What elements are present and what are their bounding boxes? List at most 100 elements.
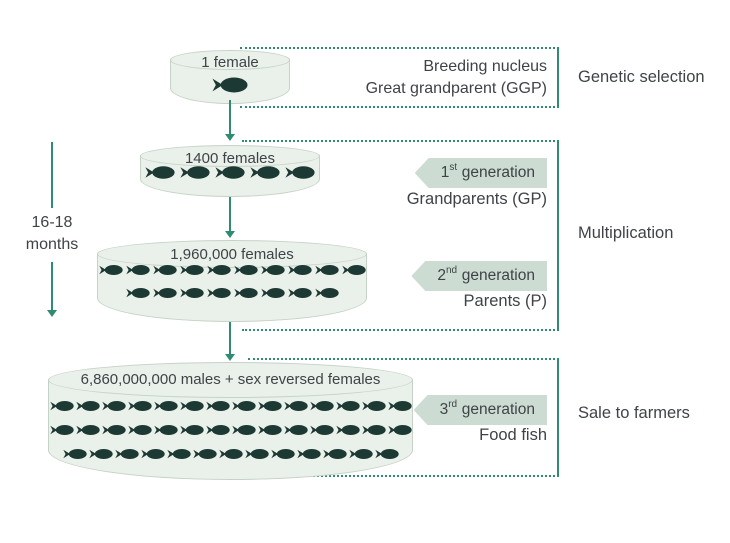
section-label-multiplication: Multiplication: [578, 224, 674, 242]
fish-icon: [152, 265, 177, 275]
section-label-sale-to-farmers: Sale to farmers: [578, 404, 690, 422]
fish-group: [170, 76, 290, 94]
fish-icon: [75, 425, 100, 435]
fish-icon: [179, 288, 204, 298]
down-arrow-icon: [225, 322, 235, 361]
fish-icon: [244, 449, 269, 459]
fish-icon: [125, 288, 150, 298]
fish-icon: [152, 288, 177, 298]
fish-icon: [348, 449, 373, 459]
fish-icon: [153, 425, 178, 435]
fish-icon: [88, 449, 113, 459]
tank-label: 6,860,000,000 males + sex reversed femal…: [80, 371, 381, 388]
tank-label: 1,960,000 females: [170, 246, 294, 263]
fish-icon: [127, 401, 152, 411]
fish-icon: [260, 288, 285, 298]
fish-icon: [283, 425, 308, 435]
fish-icon: [309, 401, 334, 411]
fish-icon: [387, 401, 412, 411]
breeding-nucleus-line1: Breeding nucleus: [423, 58, 547, 75]
fish-row: [145, 165, 315, 180]
fish-icon: [283, 401, 308, 411]
fish-icon: [205, 401, 230, 411]
genetic-selection-box: [240, 47, 559, 108]
fish-group: [48, 400, 413, 460]
fish-row: [49, 424, 412, 436]
fish-icon: [192, 449, 217, 459]
fish-icon: [374, 449, 399, 459]
breeding-nucleus-line2: Great grandparent (GGP): [365, 80, 547, 97]
fish-icon: [101, 401, 126, 411]
fish-icon: [287, 265, 312, 275]
fish-icon: [250, 166, 280, 179]
fish-icon: [62, 449, 87, 459]
fish-icon: [287, 288, 312, 298]
breeding-nucleus-annotation: Breeding nucleus Great grandparent (GGP): [366, 56, 547, 100]
fish-row: [125, 287, 339, 299]
sale-to-farmers-box: [248, 358, 559, 477]
fish-row: [98, 264, 366, 276]
down-arrow-icon: [225, 100, 235, 141]
fish-icon: [260, 265, 285, 275]
fish-icon: [98, 265, 123, 275]
fish-row: [49, 400, 412, 412]
fish-icon: [270, 449, 295, 459]
fish-icon: [127, 425, 152, 435]
fish-icon: [180, 166, 210, 179]
fish-icon: [233, 288, 258, 298]
fish-icon: [179, 425, 204, 435]
timeline-label: 16-18 months: [12, 212, 92, 256]
fish-icon: [309, 425, 334, 435]
fish-icon: [322, 449, 347, 459]
tank-parents: 1,960,000 females: [97, 240, 367, 322]
fish-icon: [218, 449, 243, 459]
tank-lid: [48, 362, 413, 398]
fish-icon: [231, 401, 256, 411]
fish-icon: [179, 401, 204, 411]
fish-icon: [296, 449, 321, 459]
tank-label: 1 female: [201, 54, 259, 71]
tank-grandparents: 1400 females: [140, 145, 320, 197]
fish-row: [212, 76, 248, 94]
fish-icon: [285, 166, 315, 179]
tank-great-grandparent: 1 female: [170, 50, 290, 104]
parents-label: Parents (P): [463, 292, 547, 310]
fish-icon: [314, 288, 339, 298]
fish-icon: [212, 77, 248, 93]
timeline-label-line1: 16-18: [31, 214, 73, 231]
fish-icon: [335, 425, 360, 435]
down-arrow-icon: [225, 197, 235, 238]
fish-icon: [206, 265, 231, 275]
fish-icon: [179, 265, 204, 275]
fish-icon: [205, 425, 230, 435]
fish-icon: [140, 449, 165, 459]
fish-icon: [233, 265, 258, 275]
tank-food-fish: 6,860,000,000 males + sex reversed femal…: [48, 362, 413, 480]
timeline-arrow-lower-icon: [47, 262, 57, 317]
fish-icon: [387, 425, 412, 435]
fish-icon: [314, 265, 339, 275]
timeline-label-line2: months: [25, 236, 79, 253]
fish-icon: [257, 401, 282, 411]
tank-lid: [170, 50, 290, 70]
section-label-genetic-selection: Genetic selection: [578, 68, 705, 86]
fish-icon: [215, 166, 245, 179]
food-fish-label: Food fish: [479, 426, 547, 444]
fish-icon: [49, 425, 74, 435]
fish-row: [62, 448, 399, 460]
fish-icon: [166, 449, 191, 459]
fish-icon: [145, 166, 175, 179]
fish-icon: [361, 425, 386, 435]
multiplication-box: [242, 140, 559, 331]
tank-lid: [97, 240, 367, 268]
fish-icon: [125, 265, 150, 275]
fish-icon: [335, 401, 360, 411]
fish-icon: [257, 425, 282, 435]
